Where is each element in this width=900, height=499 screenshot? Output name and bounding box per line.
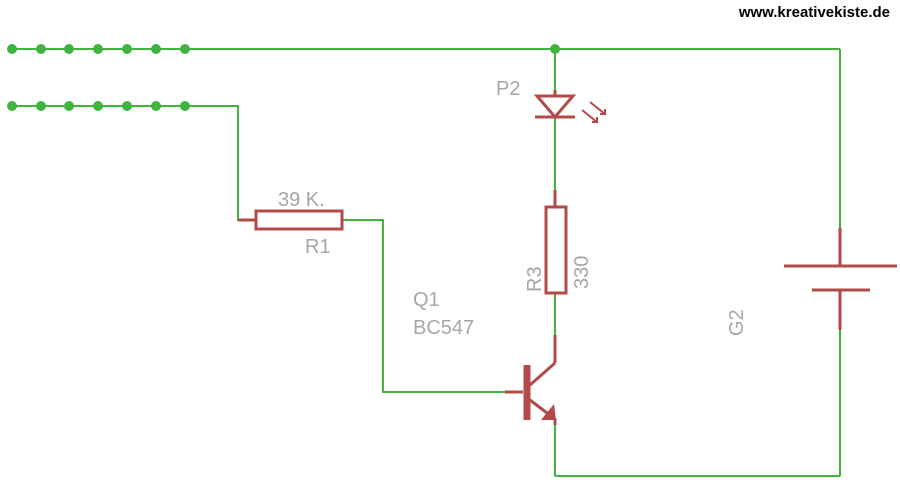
resistor-r3 <box>544 190 568 295</box>
led-name-label: P2 <box>496 78 520 100</box>
pin-dot <box>151 44 161 54</box>
led-light-ray <box>581 109 598 123</box>
led-p2 <box>533 90 606 123</box>
pin-dot <box>180 44 190 54</box>
led-light-ray <box>589 101 606 115</box>
pin-dot <box>36 101 46 111</box>
pin-dot <box>7 44 17 54</box>
pin-dot <box>122 44 132 54</box>
resistor-r1-value-label: 39 K. <box>278 189 325 211</box>
pin-dot <box>93 101 103 111</box>
pin-dot <box>7 101 17 111</box>
pin-dot <box>93 44 103 54</box>
battery-name-label: G2 <box>726 309 748 336</box>
resistor-r3-value-label: 330 <box>571 256 593 289</box>
pin-dot <box>64 44 74 54</box>
pin-dot <box>36 44 46 54</box>
input-wire <box>10 105 254 221</box>
transistor-q1 <box>505 335 557 425</box>
base-wire <box>342 219 515 393</box>
led-triangle <box>533 94 577 120</box>
battery-g2 <box>784 228 897 330</box>
pin-dot <box>122 101 132 111</box>
resistor-r1-body <box>254 209 344 231</box>
pin-dot <box>64 101 74 111</box>
pin-dot <box>180 101 190 111</box>
transistor-collector <box>529 361 556 387</box>
transistor-name-label: Q1 <box>413 289 440 311</box>
transistor-emitter-arrow <box>541 404 556 420</box>
bottom-connector-pins <box>7 101 190 111</box>
transistor-value-label: BC547 <box>413 317 474 339</box>
resistor-r1-name-label: R1 <box>305 236 331 258</box>
resistor-r3-name-label: R3 <box>524 266 546 292</box>
wires <box>10 48 841 477</box>
website-url: www.kreativekiste.de <box>738 4 890 21</box>
pin-dot <box>151 101 161 111</box>
resistor-r1 <box>238 209 344 231</box>
top-connector-pins <box>7 44 190 54</box>
resistor-r3-body <box>544 205 568 295</box>
junction-dot <box>550 44 560 54</box>
